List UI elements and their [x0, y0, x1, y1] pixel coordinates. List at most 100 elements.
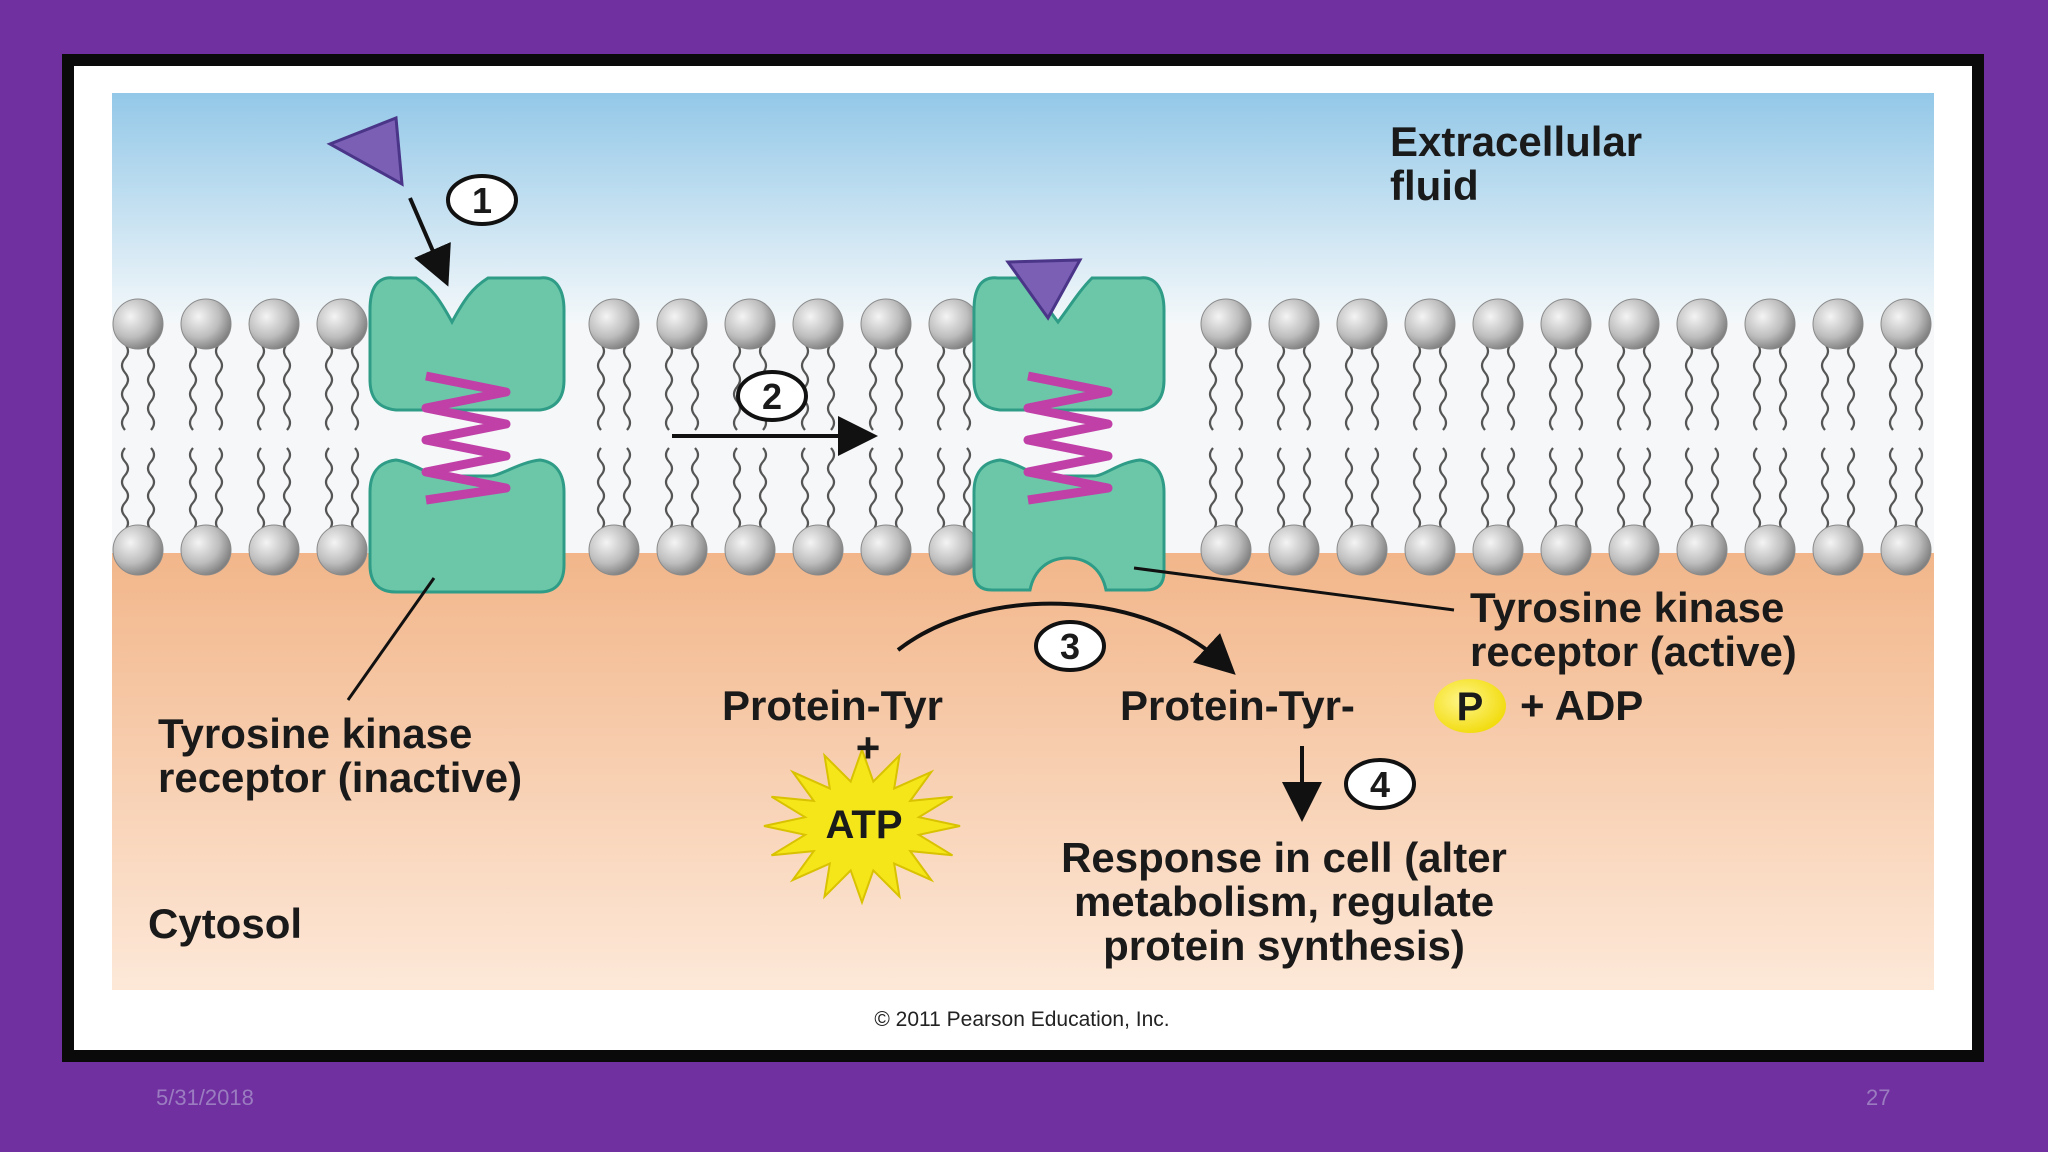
- phospholipid-head: [656, 298, 708, 350]
- inactive-receptor-label-line1: Tyrosine kinase: [158, 710, 472, 757]
- phospholipid-head: [112, 524, 164, 576]
- lipid-tail: [936, 343, 946, 431]
- protein-tyr-p-label: Protein-Tyr-: [1120, 682, 1355, 729]
- phospholipid-head: [316, 524, 368, 576]
- lipid-tail: [1684, 343, 1694, 431]
- lipid-tail: [1642, 343, 1652, 431]
- plus-sign: +: [856, 724, 881, 771]
- phospholipid-head: [1744, 524, 1796, 576]
- lipid-tail: [120, 447, 130, 531]
- lipid-tail: [664, 343, 674, 431]
- lipid-tail: [256, 447, 266, 531]
- lipid-tail: [1506, 447, 1516, 531]
- step1-arrow: [408, 197, 451, 287]
- step-2-marker: 2: [736, 370, 808, 422]
- lipid-tail: [282, 447, 292, 531]
- phospholipid-head: [1540, 524, 1592, 576]
- lipid-tail: [1574, 343, 1584, 431]
- lipid-tail: [1548, 343, 1558, 431]
- phospholipid-head: [1336, 298, 1388, 350]
- phosphate-label: P: [1457, 685, 1484, 729]
- phospholipid-head: [724, 298, 776, 350]
- lipid-tail: [1370, 343, 1380, 431]
- phospholipid-heads-outer: [112, 298, 1932, 350]
- lipid-tail: [1480, 343, 1490, 431]
- lipid-tail: [120, 343, 130, 431]
- response-label-line1: Response in cell (alter: [1061, 834, 1507, 881]
- lipid-tail: [146, 343, 156, 431]
- active-receptor-leader: [1133, 566, 1455, 612]
- active-receptor-label-line2: receptor (active): [1470, 628, 1797, 675]
- active-receptor-helix: [1023, 371, 1113, 505]
- lipid-tail: [1710, 447, 1720, 531]
- lipid-tails-inner: [120, 447, 1924, 531]
- copyright-text: © 2011 Pearson Education, Inc.: [874, 1008, 1169, 1031]
- phospholipid-head: [1744, 298, 1796, 350]
- lipid-tail: [324, 343, 334, 431]
- lipid-tail: [1412, 343, 1422, 431]
- lipid-tail: [732, 447, 742, 531]
- inactive-receptor-leader: [346, 577, 436, 701]
- lipid-tail: [282, 343, 292, 431]
- active-receptor: [972, 276, 1166, 592]
- lipid-tail: [732, 343, 742, 431]
- lipid-tail: [1778, 343, 1788, 431]
- lipid-tail: [1302, 447, 1312, 531]
- lipid-tail: [1820, 447, 1830, 531]
- lipid-tail: [1752, 343, 1762, 431]
- cytosol-label: Cytosol: [148, 900, 302, 947]
- lipid-tail: [1234, 447, 1244, 531]
- lipid-tail: [214, 343, 224, 431]
- lipid-tail: [894, 447, 904, 531]
- step-3-number: 3: [1060, 626, 1080, 667]
- lipid-tail: [1302, 343, 1312, 431]
- lipid-tail: [868, 343, 878, 431]
- lipid-tail: [596, 343, 606, 431]
- phospholipid-head: [316, 298, 368, 350]
- atp-starburst: [763, 746, 961, 906]
- inactive-receptor-intracellular-domain: [368, 458, 566, 594]
- phospholipid-head: [860, 298, 912, 350]
- lipid-tail: [1914, 447, 1924, 531]
- lipid-tail: [664, 447, 674, 531]
- lipid-tail: [256, 343, 266, 431]
- phospholipid-head: [1540, 298, 1592, 350]
- phospholipid-head: [588, 524, 640, 576]
- phospholipid-head: [1676, 524, 1728, 576]
- lipid-tail: [1344, 447, 1354, 531]
- phospholipid-head: [1676, 298, 1728, 350]
- lipid-tail: [868, 447, 878, 531]
- active-receptor-extracellular-domain: [972, 276, 1166, 412]
- lipid-tail: [1480, 447, 1490, 531]
- phospholipid-head: [1472, 524, 1524, 576]
- lipid-tail: [894, 343, 904, 431]
- extracellular-label-line1: Extracellular: [1390, 118, 1642, 165]
- phospholipid-head: [1880, 298, 1932, 350]
- lipid-tail: [1370, 447, 1380, 531]
- lipid-tail: [1208, 343, 1218, 431]
- lipid-tail: [1506, 343, 1516, 431]
- phospholipid-head: [724, 524, 776, 576]
- response-label-line3: protein synthesis): [1103, 922, 1465, 969]
- lipid-tail: [1888, 343, 1898, 431]
- phospholipid-head: [860, 524, 912, 576]
- lipid-tail: [1234, 343, 1244, 431]
- lipid-tail: [1888, 447, 1898, 531]
- phospholipid-head: [112, 298, 164, 350]
- lipid-tail: [1438, 447, 1448, 531]
- lipid-tail: [800, 447, 810, 531]
- step-1-marker: 1: [446, 174, 518, 226]
- inactive-receptor-helix: [421, 371, 511, 505]
- phospholipid-head: [1404, 298, 1456, 350]
- phosphate-circle: [1434, 679, 1506, 733]
- atp-label: ATP: [825, 803, 902, 847]
- signal-ligand-bound: [1005, 258, 1083, 321]
- lipid-tail: [962, 447, 972, 531]
- lipid-tail: [1778, 447, 1788, 531]
- lipid-tail: [1548, 447, 1558, 531]
- step-1-number: 1: [472, 180, 492, 221]
- phospholipid-head: [1812, 298, 1864, 350]
- plus-adp-label: + ADP: [1520, 682, 1643, 729]
- phospholipid-head: [180, 298, 232, 350]
